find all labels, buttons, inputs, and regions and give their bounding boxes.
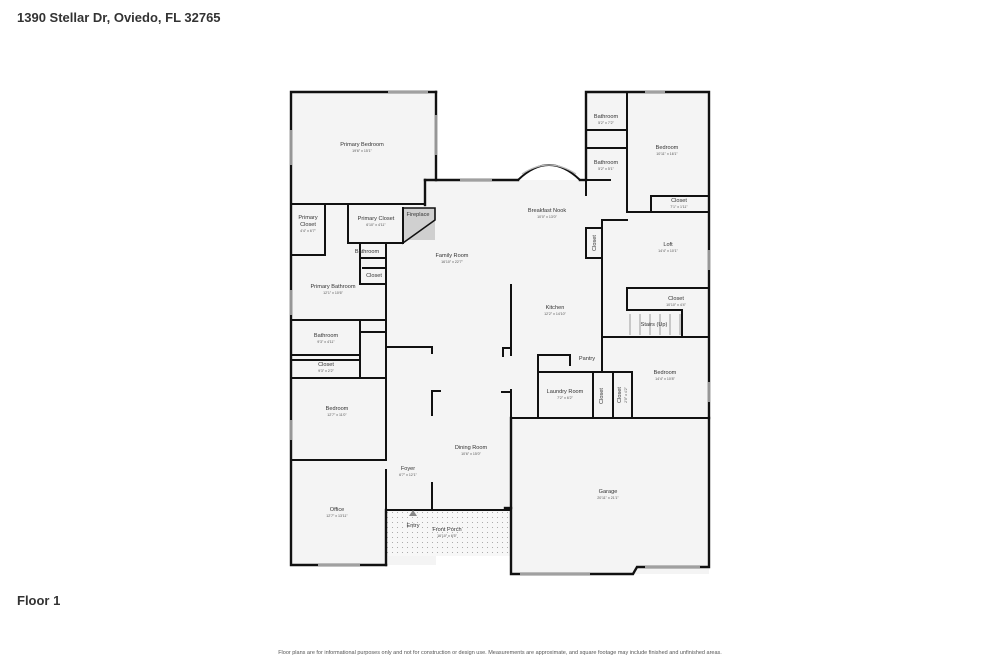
room-bedroom-left-dims: 12'7" x 11'0" <box>327 413 347 417</box>
room-bathroom-left-dims: 9'3" x 4'11" <box>317 340 335 344</box>
front-porch-area <box>387 510 511 556</box>
room-bedroom-tr-name: Bedroom <box>656 145 679 151</box>
room-bedroom-tr-dims: 10'11" x 16'1" <box>656 152 678 156</box>
stairs-graphic <box>629 314 681 335</box>
room-family-room-dims: 16'10" x 22'7" <box>441 260 463 264</box>
room-bathroom-small-name: Bathroom <box>355 249 380 255</box>
room-bedroom-left-name: Bedroom <box>326 406 349 412</box>
room-closet-laundry-name: Closet <box>599 388 605 404</box>
room-bathroom-tr2-dims: 5'2" x 5'1" <box>598 167 614 171</box>
room-primary-closet-left-name2: Closet <box>300 222 316 228</box>
room-closet-tr-name: Closet <box>671 198 687 204</box>
room-entry-name: Entry <box>406 523 419 529</box>
floor-label: Floor 1 <box>17 593 61 608</box>
floor-fill <box>291 92 709 574</box>
room-garage-name: Garage <box>599 489 618 495</box>
room-primary-bedroom-dims: 19'6" x 15'1" <box>352 149 372 153</box>
room-kitchen-name: Kitchen <box>546 305 565 311</box>
room-labels: Primary Bedroom 19'6" x 15'1" Primary Cl… <box>298 114 688 538</box>
room-primary-closet-name: Primary Closet <box>358 216 395 222</box>
disclaimer: Floor plans are for informational purpos… <box>278 650 722 656</box>
room-family-room-name: Family Room <box>436 253 469 259</box>
property-address: 1390 Stellar Dr, Oviedo, FL 32765 <box>17 10 221 25</box>
room-bathroom-left-name: Bathroom <box>314 333 339 339</box>
room-laundry-room-name: Laundry Room <box>547 389 584 395</box>
room-closet-stairs-name: Closet <box>668 296 684 302</box>
room-foyer-name: Foyer <box>401 466 415 472</box>
room-primary-closet-dims: 6'10" x 4'11" <box>366 223 386 227</box>
room-fireplace-name: Fireplace <box>406 212 429 218</box>
room-closet-left-name: Closet <box>318 362 334 368</box>
room-office-name: Office <box>330 507 345 513</box>
room-front-porch-dims: 16'10" x 6'5" <box>437 534 457 538</box>
room-dining-room-name: Dining Room <box>455 445 488 451</box>
room-foyer-dims: 6'7" x 12'1" <box>399 473 417 477</box>
room-bedroom-right-dims: 14'4" x 10'8" <box>655 377 675 381</box>
room-primary-bedroom-name: Primary Bedroom <box>340 142 384 148</box>
room-laundry-room-dims: 7'2" x 6'2" <box>557 396 573 400</box>
room-closet-tr-dims: 7'1" x 1'11" <box>670 205 688 209</box>
room-closet-right-vert-name: Closet <box>592 235 598 251</box>
room-closet-vertical-dims: 2'0" x 4'2" <box>624 386 628 402</box>
room-bathroom-tr1-name: Bathroom <box>594 114 619 120</box>
room-stairs-name: Stairs (Up) <box>641 322 668 328</box>
entry-arrow-icon <box>409 510 417 516</box>
room-pantry-name: Pantry <box>579 356 595 362</box>
room-loft-dims: 14'4" x 10'1" <box>658 249 678 253</box>
room-closet-small-name: Closet <box>366 273 382 279</box>
room-loft-name: Loft <box>663 242 673 248</box>
room-closet-vertical-name: Closet <box>617 387 623 403</box>
bay-window <box>517 164 581 181</box>
room-bathroom-tr2-name: Bathroom <box>594 160 619 166</box>
room-primary-closet-left-dims: 4'4" x 6'7" <box>300 229 316 233</box>
room-bedroom-right-name: Bedroom <box>654 370 677 376</box>
room-closet-left-dims: 9'3" x 2'2" <box>318 369 334 373</box>
room-office-dims: 12'7" x 13'11" <box>326 514 348 518</box>
room-primary-closet-left-name: Primary <box>298 215 317 221</box>
room-bathroom-tr1-dims: 5'2" x 7'2" <box>598 121 614 125</box>
room-breakfast-nook-dims: 10'0" x 13'0" <box>537 215 557 219</box>
room-garage-dims: 20'11" x 21'1" <box>597 496 619 500</box>
room-closet-stairs-dims: 10'10" x 4'4" <box>666 303 686 307</box>
room-primary-bathroom-name: Primary Bathroom <box>310 284 355 290</box>
room-dining-room-dims: 10'6" x 15'0" <box>461 452 481 456</box>
room-breakfast-nook-name: Breakfast Nook <box>528 208 566 214</box>
room-front-porch-name: Front Porch <box>432 527 461 533</box>
room-kitchen-dims: 12'2" x 14'10" <box>544 312 566 316</box>
closet-small-box <box>585 227 603 259</box>
room-primary-bathroom-dims: 12'1" x 10'6" <box>323 291 343 295</box>
